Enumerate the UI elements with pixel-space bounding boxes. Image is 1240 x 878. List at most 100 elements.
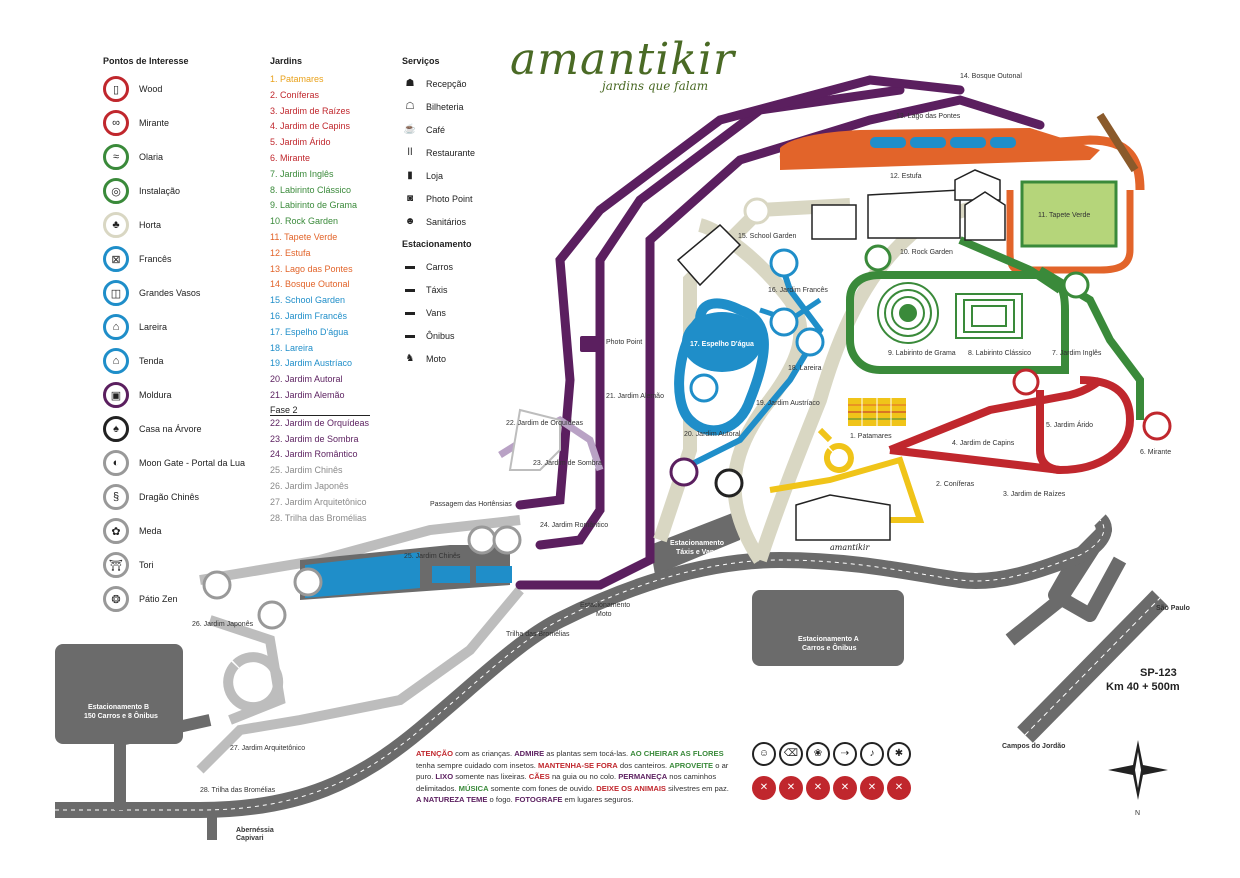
mirante-marker (1142, 411, 1172, 441)
poi-list: ▯Wood∞Mirante≈Olaria◎Instalação♣Horta⊠Fr… (103, 72, 263, 616)
vases-icon: ◫ (103, 280, 129, 306)
poi-item: ≈ Olaria (103, 140, 263, 174)
yellow-paths (769, 427, 925, 523)
poi-item: ❂Pátio Zen (103, 582, 263, 616)
meda-icon: ✿ (103, 518, 129, 544)
label-est-taxi-sub: Táxis e Vans (676, 549, 718, 556)
no-picking-icon: ✕ (806, 776, 830, 800)
tiles-icon: ≈ (103, 144, 129, 170)
label-mirante: 6. Mirante (1140, 449, 1171, 456)
poi-item: ⛩Tori (103, 548, 263, 582)
poi-label: Dragão Chinês (139, 492, 200, 502)
poi-item: ◎Instalação (103, 174, 263, 208)
frances-marker (769, 248, 799, 278)
garden-item: 15. School Garden (270, 295, 346, 306)
poi-label: Tori (139, 560, 154, 570)
notice-fragment: A NATUREZA TEME (416, 795, 488, 804)
service-label: Vans (426, 307, 446, 318)
buildings (676, 169, 1006, 541)
garden-item: 27. Jardim Arquitetônico (270, 496, 367, 507)
poi-item: ⌂ Lareira (103, 310, 263, 344)
service-item: ▮Loja (402, 164, 502, 187)
lareira-marker (795, 327, 825, 357)
poi-item: ✿ Meda (103, 514, 263, 548)
garden-item: 28. Trilha das Bromélias (270, 512, 367, 523)
garden-item: 13. Lago das Pontes (270, 263, 353, 274)
zen-icon: ❂ (103, 586, 129, 612)
compass-rose (1108, 740, 1168, 800)
notice-fragment: PERMANEÇA (618, 772, 668, 781)
label-jardim-frances: 16. Jardim Francês (768, 287, 828, 294)
dragao-marker (467, 525, 497, 555)
rules-icons: ☺⌫❀⇢♪✱ ✕✕✕✕✕✕ (752, 742, 952, 810)
phase2-title: Fase 2 (270, 405, 370, 416)
legend-gardens-title: Jardins (270, 56, 303, 66)
label-bosque-outonal: 14. Bosque Outonal (960, 73, 1022, 80)
service-item: ☗Recepção (402, 72, 502, 95)
flower-icon: ❀ (806, 742, 830, 766)
phase2-paths (196, 515, 524, 774)
service-label: Moto (426, 353, 447, 364)
poi-item: ▯Wood (103, 72, 263, 106)
service-label: Recepção (426, 78, 467, 89)
label-patamares: 1. Patamares (850, 433, 892, 440)
french-icon: ⊠ (103, 246, 129, 272)
service-item: ▬Táxis (402, 278, 502, 301)
notice-fragment: MÚSICA (458, 783, 489, 793)
map-poi-markers[interactable] (202, 197, 1172, 630)
notice-fragment: somente nas lixeiras. (453, 772, 529, 781)
garden-item: 5. Jardim Árido (270, 137, 331, 148)
red-paths (888, 376, 1135, 475)
garden-item: 21. Jardim Alemão (270, 389, 345, 400)
label-bromelias-trail: 28. Trilha das Bromélias (200, 787, 276, 794)
moldura-marker (669, 457, 699, 487)
label-lago-pontes: 13. Lago das Pontes (896, 113, 961, 120)
child-icon: ☺ (752, 742, 776, 766)
label-austriaco: 19. Jardim Austríaco (756, 400, 820, 407)
notice-fragment: APROVEITE (669, 760, 714, 770)
notice-fragment: as plantas sem tocá-las. (544, 749, 631, 758)
garden-item: 16. Jardim Francês (270, 310, 348, 321)
casa-arvore-marker (714, 468, 744, 498)
no-climbing-icon: ✕ (860, 776, 884, 800)
notice-fragment: ATENÇÃO (416, 749, 453, 758)
phase2-list: 22. Jardim de Orquídeas 23. Jardim de Som… (270, 416, 380, 527)
poi-label: Moldura (139, 390, 172, 400)
poi-label: Casa na Árvore (139, 424, 202, 434)
label-passagem: Passagem das Hortênsias (430, 501, 512, 508)
notice-fragment: CÃES (528, 772, 550, 781)
treehouse-icon: ♠ (103, 416, 129, 442)
legend-parking-title: Estacionamento (402, 239, 472, 249)
notice-fragment: MANTENHA-SE FORA (538, 760, 618, 770)
photo-point-marker[interactable] (580, 336, 600, 352)
garden-item: 25. Jardim Chinês (270, 465, 343, 476)
garden-item: 8. Labirinto Clássico (270, 184, 352, 195)
fireplace-icon: ⌂ (103, 314, 129, 340)
garden-item: 23. Jardim de Sombra (270, 433, 359, 444)
notice-fragment: DEIXE OS ANIMAIS (596, 783, 666, 793)
garden-item: 11. Tapete Verde (270, 231, 338, 242)
garden-item: 2. Coníferas (270, 89, 320, 100)
label-chines: 25. Jardim Chinês (404, 553, 461, 560)
poi-label: Meda (139, 526, 162, 536)
bus-icon: ▬ (405, 330, 415, 341)
motorcycle-icon: ♞ (405, 353, 415, 364)
garden-item: 22. Jardim de Orquídeas (270, 417, 370, 428)
poi-label: Lareira (139, 322, 168, 332)
garden-item: 18. Lareira (270, 342, 314, 353)
poi-item: ♠ Casa na Árvore (103, 412, 263, 446)
trail-icon: ⇢ (833, 742, 857, 766)
label-arido: 5. Jardim Árido (1046, 420, 1093, 429)
label-romantico: 24. Jardim Romântico (540, 522, 608, 529)
wood-icon: ▯ (103, 76, 129, 102)
poi-label: Olaria (139, 152, 164, 162)
label-sao-paulo: São Paulo (1156, 605, 1190, 612)
moon-gate-marker (492, 525, 522, 555)
label-arquitetonico: 27. Jardim Arquitetônico (230, 745, 305, 752)
tent-icon: ⌂ (103, 348, 129, 374)
wood-marker (1012, 368, 1040, 396)
service-item: ☖Bilheteria (402, 95, 502, 118)
notice-fragment: silvestres em paz. (666, 783, 729, 793)
